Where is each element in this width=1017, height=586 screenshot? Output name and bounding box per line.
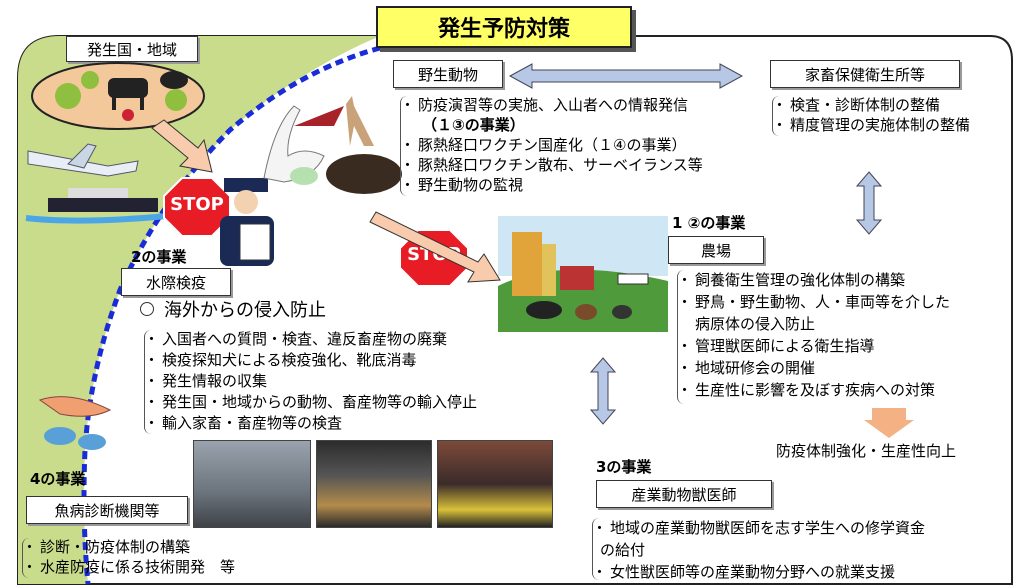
border-measures-list: 入国者への質問・検査、違反畜産物の廃棄 検疫探知犬による検疫強化、靴底消毒 発生…: [144, 329, 477, 434]
farm-illustration: [498, 216, 668, 332]
list-item: 輸入家畜・畜産物等の検査: [144, 413, 477, 434]
border-quarantine-label: 水際検疫: [121, 268, 231, 296]
wildlife-animals-illustration: [263, 96, 402, 194]
photo-passenger-inspection: [193, 440, 311, 528]
list-item: 飼養衛生管理の強化体制の構築: [677, 269, 950, 291]
border-to-farm-arrow: [369, 211, 501, 283]
photo-detector-dog: [316, 440, 432, 528]
list-item: 発生情報の収集: [144, 371, 477, 392]
farm-label: 農場: [668, 236, 764, 264]
stop-sign-border: [163, 177, 231, 237]
list-item: 管理獣医師による衛生指導: [677, 335, 950, 357]
list-item: 女性獣医師等の産業動物分野への就業支援: [592, 561, 925, 583]
origin-animals-illustration: [31, 62, 205, 130]
title-box: 発生予防対策: [376, 6, 632, 48]
farm-measures-list: 飼養衛生管理の強化体制の構築 野鳥・野生動物、人・車両等を介した 病原体の侵入防…: [677, 269, 950, 401]
farm-vet-double-arrow: [590, 357, 616, 425]
list-item: 豚熱経口ワクチン国産化（１④の事業）: [400, 135, 703, 155]
list-item: 豚熱経口ワクチン散布、サーベイランス等: [400, 155, 703, 175]
photo-disinfection-mat: [437, 440, 553, 528]
list-item: の給付: [600, 541, 646, 559]
vet-measures-list: 地域の産業動物獣医師を志す学生への修学資金 の給付 女性獣医師等の産業動物分野へ…: [592, 517, 925, 583]
list-item: 地域の産業動物獣医師を志す学生への修学資金: [592, 517, 925, 539]
list-item: 検疫探知犬による検疫強化、靴底消毒: [144, 350, 477, 371]
list-item: 入国者への質問・検査、違反畜産物の廃棄: [144, 329, 477, 350]
list-item: 水産防疫に係る技術開発 等: [22, 557, 235, 577]
livestock-office-label: 家畜保健衛生所等: [770, 60, 960, 88]
quarantine-officer-illustration: [220, 178, 274, 266]
wildlife-livestock-double-arrow: [508, 63, 744, 89]
farm-program-tag: 1 ②の事業: [672, 214, 746, 232]
fish-disease-label: 魚病診断機関等: [26, 496, 188, 524]
livestock-office-list: 検査・診断体制の整備 精度管理の実施体制の整備: [772, 95, 970, 135]
border-program-tag: 2の事業: [131, 248, 187, 266]
list-item: 病原体の侵入防止: [695, 315, 816, 333]
list-item: 野生動物の監視: [400, 175, 703, 195]
wildlife-measures-list: 防疫演習等の実施、入山者への情報発信 （１③の事業） 豚熱経口ワクチン国産化（１…: [400, 95, 703, 195]
list-item: 発生国・地域からの動物、畜産物等の輸入停止: [144, 392, 477, 413]
origin-to-border-arrow: [151, 119, 213, 173]
page-title: 発生予防対策: [437, 17, 570, 42]
wildlife-label: 野生動物: [393, 60, 503, 88]
fish-shrimp-illustration: [38, 396, 112, 450]
industrial-vet-label: 産業動物獣医師: [596, 480, 772, 508]
list-item: 地域研修会の開催: [677, 357, 950, 379]
outcome-arrow: [864, 408, 914, 438]
list-item: 防疫演習等の実施、入山者への情報発信: [400, 95, 703, 115]
farm-outcome: 防疫体制強化・生産性向上: [776, 442, 957, 460]
list-item: 精度管理の実施体制の整備: [772, 115, 970, 135]
vet-program-tag: 3の事業: [596, 458, 652, 476]
list-item: 診断・防疫体制の構築: [22, 537, 235, 557]
list-item: 野鳥・野生動物、人・車両等を介した: [677, 291, 950, 313]
list-item: 生産性に影響を及ぼす疾病への対策: [677, 379, 950, 401]
fish-program-tag: 4の事業: [30, 470, 86, 488]
plane-ship-illustration: [25, 143, 169, 224]
list-item: 検査・診断体制の整備: [772, 95, 970, 115]
office-farm-double-arrow: [856, 171, 882, 235]
origin-label: 発生国・地域: [66, 36, 198, 62]
fish-measures-list: 診断・防疫体制の構築 水産防疫に係る技術開発 等: [22, 537, 235, 577]
stop-text-border: STOP: [170, 194, 224, 215]
list-item: （１③の事業）: [422, 116, 525, 134]
border-heading: 海外からの侵入防止: [140, 296, 326, 322]
